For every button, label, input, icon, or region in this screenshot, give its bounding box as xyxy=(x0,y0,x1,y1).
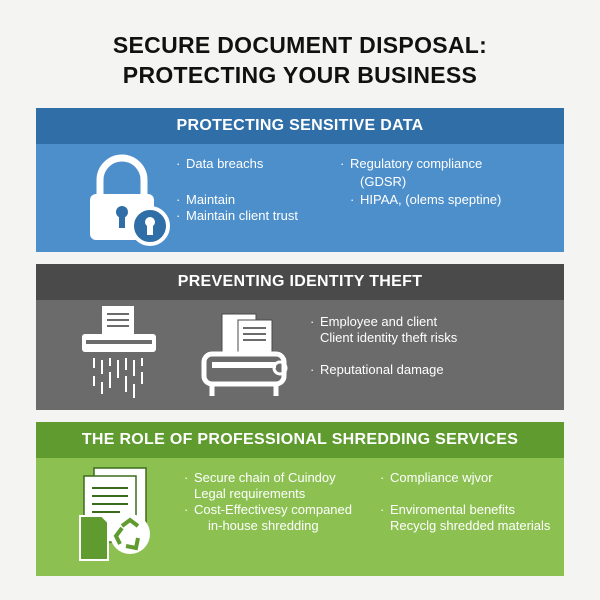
bullet: ·Compliance wjvor xyxy=(380,470,493,485)
lock-icon xyxy=(90,154,170,246)
bullet: ·Reputational damage xyxy=(310,362,444,377)
section-heading: PREVENTING IDENTITY THEFT xyxy=(36,264,564,300)
page-title: SECURE DOCUMENT DISPOSAL: PROTECTING YOU… xyxy=(0,30,600,90)
bullet: Legal requirements xyxy=(194,486,306,501)
bullet: ·Employee and client xyxy=(310,314,438,329)
bullet: ·Maintain client trust xyxy=(176,208,298,223)
section-protecting-data: PROTECTING SENSITIVE DATA ·Data breachs … xyxy=(36,108,564,252)
bullet: Recyclg shredded materials xyxy=(390,518,551,533)
section-heading: PROTECTING SENSITIVE DATA xyxy=(36,108,564,144)
bullet: ·Enviromental benefits xyxy=(380,502,516,517)
title-line-2: PROTECTING YOUR BUSINESS xyxy=(122,62,478,88)
bullet: Client identity theft risks xyxy=(320,330,458,345)
shredder-icon xyxy=(82,306,156,398)
title-line-1: SECURE DOCUMENT DISPOSAL: xyxy=(112,32,488,58)
bullet: ·Data breachs xyxy=(176,156,264,171)
section-shredding-services: THE ROLE OF PROFESSIONAL SHREDDING SERVI… xyxy=(36,422,564,576)
bullet: ·Maintain xyxy=(176,192,236,207)
bullet: ·Cost-Effectivesy companed xyxy=(184,502,352,517)
shredder-machine-icon xyxy=(201,313,288,396)
recycle-documents-icon xyxy=(79,467,150,561)
bullet: ·Regulatory compliance xyxy=(340,156,483,171)
bullet: (GDSR) xyxy=(360,174,407,189)
section-heading: THE ROLE OF PROFESSIONAL SHREDDING SERVI… xyxy=(36,422,564,458)
bullet: in-house shredding xyxy=(208,518,319,533)
section-identity-theft: PREVENTING IDENTITY THEFT xyxy=(36,264,564,410)
bullet: ·HIPAA, (olems speptine) xyxy=(350,192,502,207)
bullet: ·Secure chain of Cuindoy xyxy=(184,470,336,485)
